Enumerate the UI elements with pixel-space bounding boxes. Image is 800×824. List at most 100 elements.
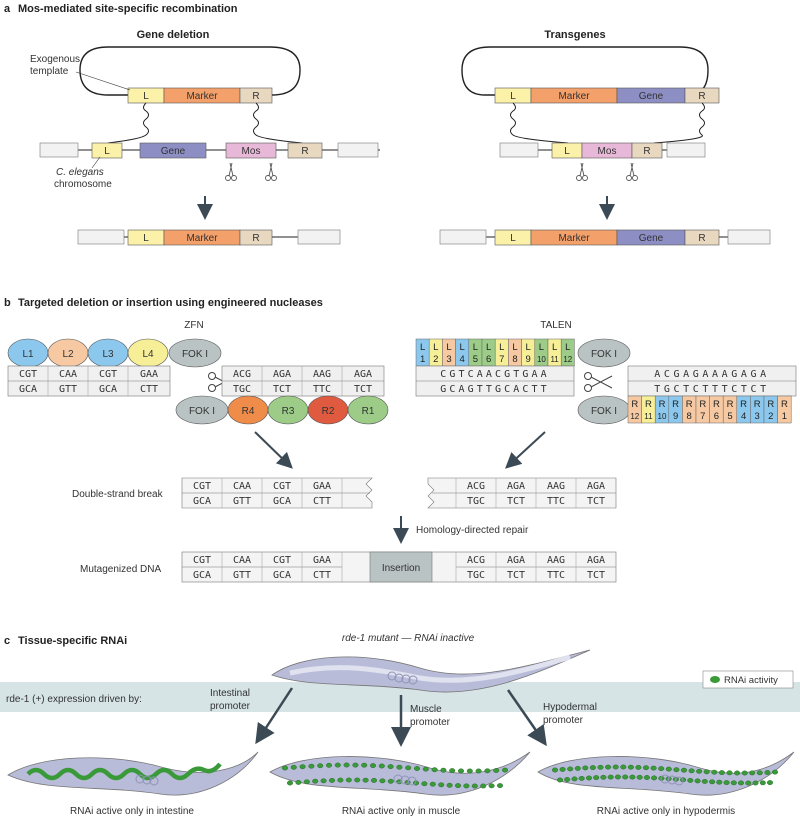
- mut-r-bot-2: TCT: [507, 570, 525, 581]
- chrom-left-R: R: [301, 146, 308, 157]
- zfn-dna-r-top-4: AGA: [354, 369, 372, 380]
- crossover-left-2: [253, 102, 303, 144]
- talen-fok-top-label: FOK I: [591, 349, 617, 360]
- plasmid-left-R: R: [252, 91, 259, 102]
- rnai-dot: [370, 763, 377, 768]
- mut-l-bot-3: GCA: [273, 570, 291, 581]
- panel-c-title: Tissue-specific RNAi: [18, 635, 127, 647]
- rnai-dot: [772, 769, 779, 775]
- rnai-dot: [429, 781, 436, 787]
- zfn-L4: L4: [142, 349, 154, 360]
- result-hypodermis: RNAi active only in hypodermis: [597, 806, 735, 817]
- rnai-dot: [635, 765, 642, 770]
- plasmid-right-marker: Marker: [558, 91, 590, 102]
- zfn-dna-l-top-4: GAA: [140, 369, 158, 380]
- arrow-b-left: [254, 431, 293, 469]
- gene-deletion-title: Gene deletion: [137, 29, 210, 41]
- rnai-dot: [334, 762, 341, 768]
- result-intestine: RNAi active only in intestine: [70, 806, 194, 817]
- rnai-dot: [488, 783, 495, 789]
- talen-L-9-letter: L: [526, 342, 531, 353]
- talen-label: TALEN: [540, 320, 572, 331]
- zfn-R1: R1: [362, 406, 375, 417]
- talen-dna-left: CGTCAACGTGAA GCAGTTGCACTT: [415, 365, 575, 397]
- talen-R-9-letter: R: [672, 399, 679, 410]
- rnai-dot: [440, 767, 447, 773]
- exogenous-pointer: [75, 71, 131, 91]
- crossover-right-1: [510, 102, 569, 144]
- rnai-dot: [414, 766, 421, 771]
- rnai-dot: [759, 780, 766, 786]
- talen-L-5-letter: L: [473, 342, 478, 353]
- talen-seq-top: CGTCAACGTGAA: [440, 369, 549, 380]
- rnai-dot: [312, 778, 319, 784]
- rnai-dot: [559, 767, 566, 772]
- rnai-dot: [446, 782, 453, 788]
- zfn-dna-right: ACG AGA AAG AGA TGC TCT TTC TCT: [221, 365, 385, 397]
- result-left-marker: Marker: [186, 233, 218, 244]
- mut-l-top-3: CGT: [273, 555, 291, 566]
- rnai-dot: [480, 783, 487, 789]
- rnai-dot: [387, 764, 394, 769]
- rnai-dot: [371, 778, 378, 783]
- panel-a-title: Mos-mediated site-specific recombination: [18, 3, 238, 15]
- mut-l-bot-1: GCA: [193, 570, 211, 581]
- rnai-dot: [681, 767, 688, 773]
- rnai-dot: [582, 765, 589, 771]
- talen-R-5-letter: R: [727, 399, 734, 410]
- rnai-dot: [650, 765, 657, 771]
- rnai-dot: [352, 762, 359, 768]
- rnai-dot: [361, 762, 368, 768]
- result-right-L: L: [510, 233, 516, 244]
- talen-L-4-letter: L: [460, 342, 465, 353]
- rnai-dot: [308, 763, 315, 769]
- scissors-icon: [576, 162, 638, 181]
- mut-r-bot-1: TGC: [467, 570, 485, 581]
- mut-r-top-1: ACG: [467, 555, 485, 566]
- rnai-dot: [696, 768, 703, 774]
- talen-L-6-number: 6: [486, 354, 491, 365]
- rnai-dot: [422, 766, 429, 772]
- chrom-right-L: L: [564, 146, 570, 157]
- dsb-l-top-4: GAA: [313, 481, 331, 492]
- mut-r-bot-3: TTC: [547, 570, 565, 581]
- arrow-hypodermal: [506, 689, 547, 747]
- dsb-left-dna: CGT CAA CGT GAA GCA GTT GCA CTT: [181, 477, 373, 509]
- panel-c-letter: c: [4, 635, 10, 647]
- talen-dna-right: ACGAGAAAGAGA TGCTCTTTCTCT: [627, 365, 797, 397]
- panel-a-letter: a: [4, 3, 11, 15]
- talen-R-4-number: 4: [741, 411, 746, 422]
- zfn-dna-r-bot-1: TGC: [233, 384, 251, 395]
- rnai-dot: [622, 774, 629, 780]
- promoter-hypodermal-2: promoter: [543, 715, 584, 726]
- talen-L-2-letter: L: [433, 342, 438, 353]
- talen-R-7-number: 7: [700, 411, 705, 422]
- rnai-dot: [354, 777, 361, 783]
- worm-mutant: [271, 649, 591, 693]
- rnai-dot: [643, 765, 650, 771]
- worm-hypodermis: [537, 751, 795, 796]
- mut-r-top-2: AGA: [507, 555, 525, 566]
- talen-fok-bottom: FOK I: [577, 395, 631, 425]
- rnai-dot: [387, 778, 394, 784]
- rnai-dot: [574, 766, 581, 771]
- zfn-dna-left: CGT CAA CGT GAA GCA GTT GCA CTT: [7, 365, 171, 397]
- rnai-dot: [449, 768, 456, 773]
- chromosome-left: L Gene Mos R: [39, 142, 380, 159]
- promoter-muscle-2: promoter: [410, 717, 451, 728]
- dsb-right-dna: ACG AGA AAG AGA TGC TCT TTC TCT: [427, 477, 617, 509]
- mut-l-top-4: GAA: [313, 555, 331, 566]
- mut-l-bot-4: CTT: [313, 570, 331, 581]
- rnai-dot: [730, 780, 737, 786]
- rnai-dot: [703, 769, 710, 775]
- rnai-dot: [421, 781, 428, 787]
- panel-b-letter: b: [4, 297, 11, 309]
- zfn-L3: L3: [102, 349, 114, 360]
- talen-L-1-letter: L: [420, 342, 425, 353]
- legend: RNAi activity: [702, 670, 794, 689]
- rnai-dot: [282, 765, 289, 771]
- talen-L-8-number: 8: [512, 354, 517, 365]
- mutagenized-label: Mutagenized DNA: [80, 564, 161, 575]
- zfn-dna-r-bot-2: TCT: [273, 384, 291, 395]
- insertion-label: Insertion: [382, 563, 420, 574]
